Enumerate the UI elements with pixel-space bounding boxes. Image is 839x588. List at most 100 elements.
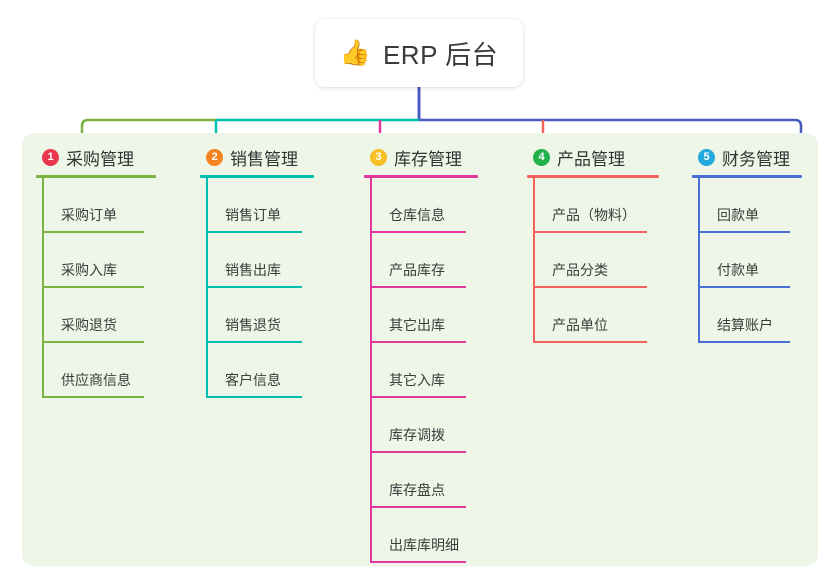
branch-title: 销售管理 — [230, 149, 298, 169]
branch-item-underline — [698, 341, 790, 343]
branch-column-1: 1 采购管理采购订单采购入库采购退货供应商信息 — [36, 144, 186, 398]
branch-item[interactable]: 其它出库 — [364, 288, 504, 343]
branch-item[interactable]: 仓库信息 — [364, 178, 504, 233]
branch-underline — [692, 175, 802, 178]
branch-item[interactable]: 产品（物料） — [527, 178, 667, 233]
branch-column-5: 5 财务管理回款单付款单结算账户 — [692, 144, 827, 343]
branch-item-list: 采购订单采购入库采购退货供应商信息 — [36, 178, 186, 398]
branch-item[interactable]: 销售订单 — [200, 178, 340, 233]
branch-header-5[interactable]: 5 财务管理 — [692, 144, 827, 170]
branch-item-underline — [370, 561, 466, 563]
branch-underline — [364, 175, 478, 178]
branch-item[interactable]: 产品单位 — [527, 288, 667, 343]
branch-item-label: 采购退货 — [61, 317, 117, 333]
branch-item-label: 销售出库 — [225, 262, 281, 278]
branch-item-list: 产品（物料） 产品分类产品单位 — [527, 178, 667, 343]
branch-item[interactable]: 采购订单 — [36, 178, 186, 233]
branch-item-label: 库存调拨 — [389, 427, 445, 443]
branch-item-label: 采购入库 — [61, 262, 117, 278]
branch-item[interactable]: 供应商信息 — [36, 343, 186, 398]
branch-item-underline — [533, 286, 647, 288]
branch-item-label: 其它出库 — [389, 317, 445, 333]
branch-item-underline — [698, 286, 790, 288]
branch-item-label: 结算账户 — [717, 317, 773, 333]
branch-item-underline — [370, 231, 466, 233]
branch-item-underline — [370, 286, 466, 288]
root-node[interactable]: 👍 ERP 后台 — [315, 19, 523, 87]
branch-column-3: 3 库存管理仓库信息产品库存其它出库其它入库库存调拨库存盘点出库库明细 — [364, 144, 504, 563]
branch-item-underline — [42, 231, 144, 233]
branch-item[interactable]: 产品库存 — [364, 233, 504, 288]
branch-spine — [42, 178, 44, 398]
branch-item[interactable]: 回款单 — [692, 178, 827, 233]
branch-item-underline — [42, 396, 144, 398]
branch-item[interactable]: 结算账户 — [692, 288, 827, 343]
thumbs-up-icon: 👍 — [339, 38, 371, 67]
branch-item-underline — [206, 286, 302, 288]
branch-item[interactable]: 客户信息 — [200, 343, 340, 398]
branch-item[interactable]: 库存盘点 — [364, 453, 504, 508]
branch-item-underline — [206, 396, 302, 398]
branch-item[interactable]: 采购退货 — [36, 288, 186, 343]
branch-item-underline — [370, 341, 466, 343]
branch-item-label: 其它入库 — [389, 372, 445, 388]
branch-item[interactable]: 产品分类 — [527, 233, 667, 288]
branch-item-underline — [42, 286, 144, 288]
branch-item-label: 采购订单 — [61, 207, 117, 223]
branch-item-list: 回款单付款单结算账户 — [692, 178, 827, 343]
branch-item-list: 销售订单销售出库销售退货客户信息 — [200, 178, 340, 398]
branch-item[interactable]: 销售出库 — [200, 233, 340, 288]
branch-spine — [698, 178, 700, 343]
branch-number-badge: 1 — [42, 148, 59, 166]
branch-number-badge: 3 — [370, 148, 387, 166]
branches-panel — [22, 133, 818, 566]
branch-header-3[interactable]: 3 库存管理 — [364, 144, 504, 170]
branch-spine — [206, 178, 208, 398]
branch-item-label: 产品（物料） — [552, 207, 636, 223]
branch-title: 采购管理 — [66, 149, 134, 169]
branch-title: 库存管理 — [394, 149, 462, 169]
branch-item-label: 供应商信息 — [61, 372, 131, 388]
branch-item[interactable]: 库存调拨 — [364, 398, 504, 453]
branch-number-badge: 4 — [533, 148, 550, 166]
branch-header-1[interactable]: 1 采购管理 — [36, 144, 186, 170]
branch-item-list: 仓库信息产品库存其它出库其它入库库存调拨库存盘点出库库明细 — [364, 178, 504, 563]
branch-column-4: 4 产品管理产品（物料） 产品分类产品单位 — [527, 144, 667, 343]
branch-underline — [36, 175, 156, 178]
branch-item-underline — [206, 231, 302, 233]
branch-item[interactable]: 销售退货 — [200, 288, 340, 343]
branch-item-underline — [370, 396, 466, 398]
branch-item-label: 客户信息 — [225, 372, 281, 388]
branch-item-label: 库存盘点 — [389, 482, 445, 498]
branch-item-underline — [533, 231, 647, 233]
branch-item[interactable]: 采购入库 — [36, 233, 186, 288]
branch-item[interactable]: 出库库明细 — [364, 508, 504, 563]
branch-number-badge: 5 — [698, 148, 715, 166]
branch-item-underline — [370, 506, 466, 508]
branch-title: 财务管理 — [722, 149, 790, 169]
branch-item-underline — [206, 341, 302, 343]
branch-item-label: 出库库明细 — [389, 537, 459, 553]
branch-underline — [200, 175, 314, 178]
branch-item-label: 销售订单 — [225, 207, 281, 223]
branch-item-label: 产品单位 — [552, 317, 608, 333]
branch-item-label: 仓库信息 — [389, 207, 445, 223]
branch-item-underline — [698, 231, 790, 233]
branch-header-4[interactable]: 4 产品管理 — [527, 144, 667, 170]
branch-spine — [370, 178, 372, 563]
branch-number-badge: 2 — [206, 148, 223, 166]
branch-item-underline — [42, 341, 144, 343]
root-title: ERP 后台 — [382, 39, 499, 70]
branch-column-2: 2 销售管理销售订单销售出库销售退货客户信息 — [200, 144, 340, 398]
branch-item-label: 产品分类 — [552, 262, 608, 278]
branch-item-label: 销售退货 — [225, 317, 281, 333]
branch-item-underline — [533, 341, 647, 343]
branch-title: 产品管理 — [557, 149, 625, 169]
branch-item[interactable]: 付款单 — [692, 233, 827, 288]
branch-item[interactable]: 其它入库 — [364, 343, 504, 398]
connector-bar-blue — [419, 118, 803, 127]
branch-item-label: 付款单 — [717, 262, 759, 278]
branch-header-2[interactable]: 2 销售管理 — [200, 144, 340, 170]
branch-spine — [533, 178, 535, 343]
